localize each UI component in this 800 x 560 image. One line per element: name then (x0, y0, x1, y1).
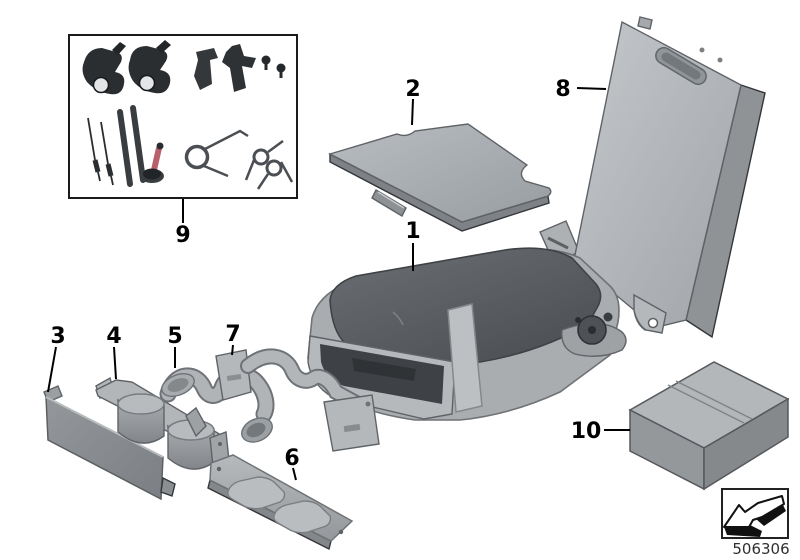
direction-arrow-icon (721, 488, 789, 539)
part-8-backrest-panel (539, 16, 766, 339)
callout-10[interactable]: 10 (571, 419, 630, 444)
latch-hook-left (82, 42, 126, 95)
arrow-face (723, 495, 785, 528)
callout-1-label[interactable]: 1 (405, 219, 420, 244)
retainer-clip (194, 48, 218, 90)
screw-pair (261, 55, 286, 78)
callout-6[interactable]: 6 (284, 446, 300, 481)
armrest-hinge (561, 312, 627, 357)
callout-9[interactable]: 9 (175, 199, 191, 248)
callout-4-leader (113, 346, 117, 380)
callout-5[interactable]: 5 (167, 324, 183, 368)
callout-4-label[interactable]: 4 (106, 324, 121, 349)
callout-2-leader (411, 98, 414, 126)
part-9-hardware-kit (68, 34, 298, 199)
armrest-strap (447, 303, 483, 413)
callout-7[interactable]: 7 (225, 322, 241, 356)
part-5-saddle-frame (159, 366, 275, 443)
tray-lid-grip-tab (371, 189, 407, 217)
callout-4[interactable]: 4 (106, 324, 122, 380)
shoulder-bolt (140, 142, 164, 183)
callout-2-label[interactable]: 2 (405, 77, 420, 102)
callout-2[interactable]: 2 (405, 77, 421, 126)
callout-7-leader (231, 344, 234, 356)
part-4-cupholder-insert (95, 376, 231, 477)
double-torsion-spring (244, 139, 294, 190)
callout-8-leader (576, 87, 607, 90)
callout-6-leader (292, 467, 297, 481)
bracket-rail (242, 350, 364, 410)
box-seam (667, 380, 753, 424)
part-6-bottom-cover (207, 454, 354, 551)
box-right (703, 397, 789, 491)
callout-10-label[interactable]: 10 (571, 419, 602, 444)
part-10-box (628, 361, 790, 491)
recess-handle (352, 358, 416, 381)
tray-lid-top (328, 123, 552, 223)
callout-8-label[interactable]: 8 (555, 77, 570, 102)
cover-bump-1 (227, 476, 286, 510)
latch-hook-right (128, 40, 171, 94)
part-1-armrest (307, 247, 627, 421)
callout-6-label[interactable]: 6 (284, 446, 299, 471)
torsion-spring (184, 129, 249, 178)
part-7-mounting-bracket (215, 348, 380, 452)
callout-5-label[interactable]: 5 (167, 324, 182, 349)
callout-9-label[interactable]: 9 (175, 223, 190, 248)
pivot-lever (222, 44, 256, 92)
part-2-tray-lid (328, 123, 552, 232)
diagram-number: 506306 (732, 540, 789, 558)
rivet-pins (87, 117, 114, 186)
callout-8[interactable]: 8 (555, 77, 607, 102)
callout-7-label[interactable]: 7 (225, 322, 240, 347)
part-3-front-flap (43, 385, 176, 501)
callout-1[interactable]: 1 (405, 219, 421, 271)
bracket-left-plate (215, 349, 252, 401)
callout-3-leader (47, 346, 57, 393)
callout-3-label[interactable]: 3 (50, 324, 65, 349)
callout-3[interactable]: 3 (47, 324, 66, 393)
panel-handle-slot (655, 46, 707, 86)
cover-bump-2 (273, 500, 332, 534)
panel-foot-hole (647, 317, 659, 329)
bracket-right-plate (323, 394, 380, 452)
